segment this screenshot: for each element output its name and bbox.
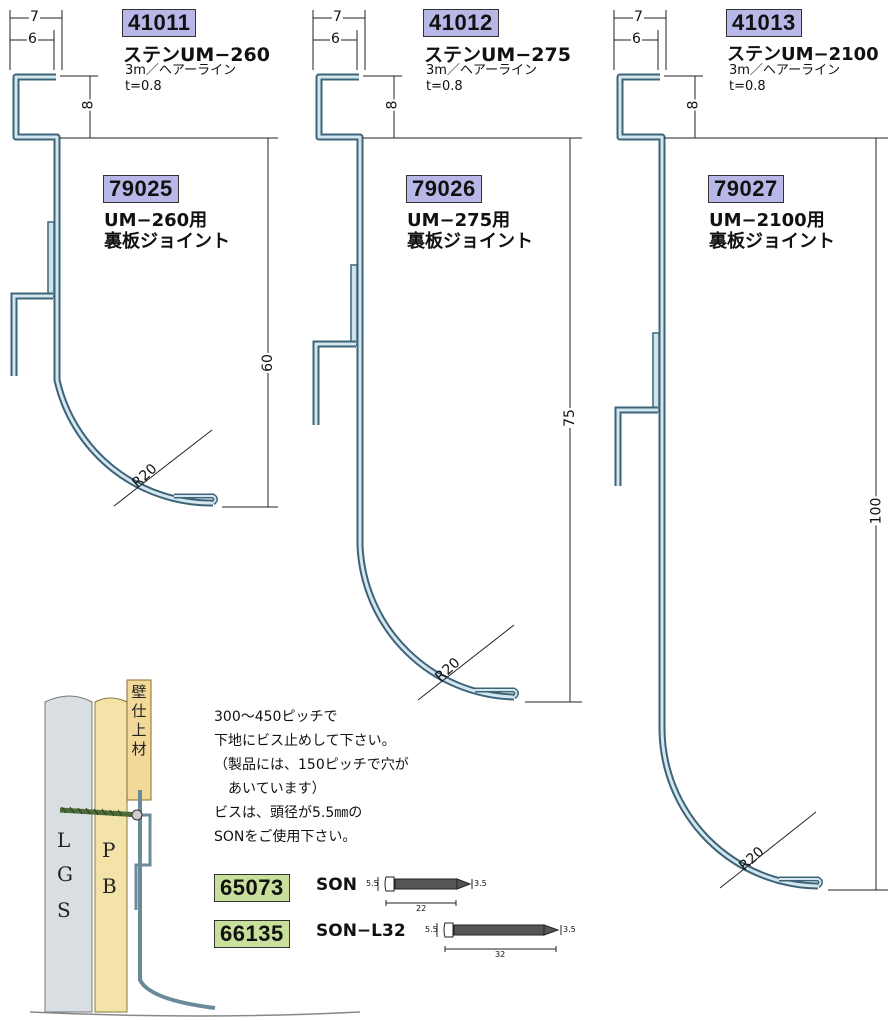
joint-name-line2: 裏板ジョイント: [407, 231, 533, 252]
dim-lip: 8: [384, 99, 401, 111]
product-code-badge: 41012: [423, 9, 499, 37]
dim-top-outer: 7: [633, 9, 644, 25]
joint-name-line1: UM−275用: [407, 210, 511, 231]
note-line: 下地にビス止めして下さい。: [214, 733, 396, 749]
installation-note: 300〜450ピッチで 下地にビス止めして下さい。 （製品には、150ピッチで穴…: [214, 705, 409, 849]
product-spec-length: 3m／ヘアーライン: [729, 63, 841, 78]
product-code-badge: 41011: [122, 9, 197, 37]
joint-code-badge: 79026: [406, 175, 482, 203]
dim-top-inner: 6: [631, 31, 642, 47]
dim-height: 75: [561, 408, 578, 428]
wall-label-lgs-g: G: [57, 862, 73, 886]
dim-height: 60: [259, 353, 276, 373]
screw-name: SON: [316, 875, 357, 895]
screw-name: SON−L32: [316, 921, 406, 941]
wall-label-finish-2: 仕: [131, 702, 147, 720]
dim-lip: 8: [685, 99, 702, 111]
joint-code-badge: 79025: [103, 175, 179, 203]
product-spec-thickness: t=0.8: [426, 79, 463, 94]
note-line: 300〜450ピッチで: [214, 709, 338, 725]
dim-top-outer: 7: [332, 9, 343, 25]
product-name: ステンUM−275: [424, 44, 571, 66]
dim-top-inner: 6: [330, 31, 341, 47]
joint-name-line1: UM−2100用: [709, 210, 825, 231]
profile-um-2100: [613, 10, 888, 891]
screw-length-dim: 22: [416, 904, 427, 913]
product-name: ステンUM−260: [123, 44, 270, 66]
wall-label-lgs-s: S: [57, 898, 71, 922]
product-code-badge: 41013: [726, 9, 802, 37]
wall-label-pb-b: B: [102, 874, 117, 898]
screw-dia-dim: 3.5: [474, 879, 487, 888]
wall-label-lgs-l: L: [57, 828, 71, 852]
joint-name-line1: UM−260用: [104, 210, 208, 231]
screw-length-dim: 32: [495, 950, 506, 959]
dim-top-inner: 6: [27, 31, 38, 47]
dim-lip: 8: [80, 99, 97, 111]
screw-son: [377, 876, 473, 906]
profile-um-275: [312, 10, 582, 703]
product-spec-thickness: t=0.8: [125, 79, 162, 94]
joint-name-line2: 裏板ジョイント: [104, 231, 230, 252]
joint-name-line2: 裏板ジョイント: [709, 231, 835, 252]
note-line: あいています）: [214, 781, 326, 797]
installation-sketch: [29, 679, 361, 1017]
joint-code-badge: 79027: [708, 175, 784, 203]
wall-label-finish-1: 壁: [131, 683, 147, 701]
dim-height: 100: [868, 496, 885, 526]
screw-dia-dim: 3.5: [563, 925, 576, 934]
screw-head-dim: 5.5: [425, 925, 438, 934]
wall-label-pb-p: P: [102, 838, 116, 862]
product-spec-length: 3m／ヘアーライン: [125, 63, 237, 78]
screw-head-dim: 5.5: [366, 879, 379, 888]
wall-label-finish-4: 材: [131, 740, 147, 758]
product-spec-length: 3m／ヘアーライン: [426, 63, 538, 78]
screw-code-badge: 66135: [214, 920, 290, 948]
note-line: ビスは、頭径が5.5㎜の: [214, 805, 363, 821]
screw-code-badge: 65073: [214, 874, 290, 902]
screw-son-l32: [436, 922, 562, 952]
note-line: SONをご使用下さい。: [214, 829, 357, 845]
dim-top-outer: 7: [29, 9, 40, 25]
product-name: ステンUM−2100: [727, 44, 879, 65]
note-line: （製品には、150ピッチで穴が: [214, 757, 409, 773]
wall-label-finish-3: 上: [131, 721, 147, 739]
product-spec-thickness: t=0.8: [729, 79, 766, 94]
